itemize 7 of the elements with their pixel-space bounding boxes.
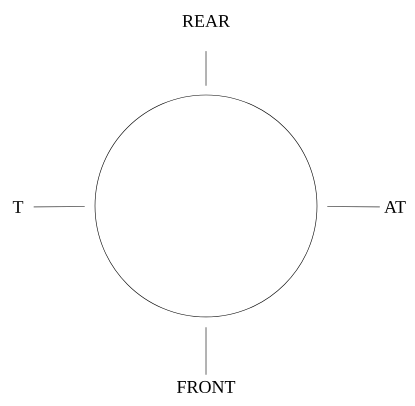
leader-line bbox=[33, 206, 85, 208]
leader-line bbox=[327, 206, 380, 208]
text-label: T bbox=[12, 201, 24, 213]
circle bbox=[94, 94, 318, 318]
text-label: AT bbox=[384, 201, 406, 213]
text-label: REAR bbox=[182, 15, 230, 27]
text-label: FRONT bbox=[177, 380, 236, 394]
